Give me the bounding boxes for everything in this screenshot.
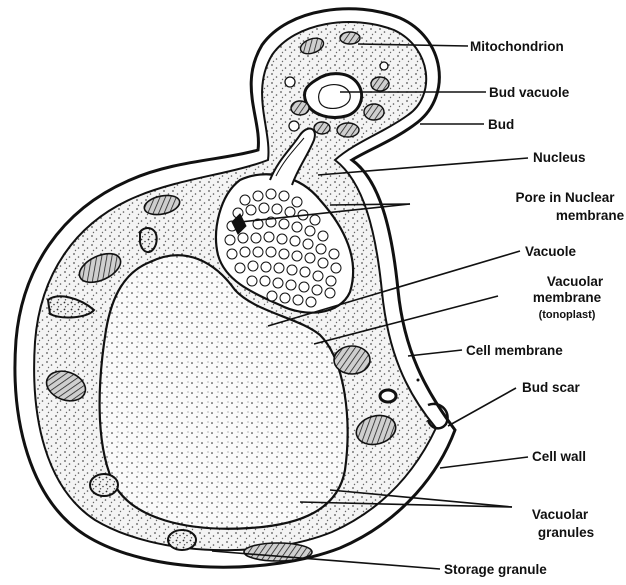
bud-vacuole xyxy=(304,74,361,118)
label-nucleus: Nucleus xyxy=(533,150,586,165)
label-vacuolar-granules-line2: granules xyxy=(538,525,594,540)
label-pore-line2: membrane xyxy=(556,208,625,223)
label-cell-membrane: Cell membrane xyxy=(466,343,563,358)
label-storage-granule: Storage granule xyxy=(444,562,547,577)
label-bud: Bud xyxy=(488,117,514,132)
label-bud-scar: Bud scar xyxy=(522,380,581,395)
label-vacuolar-membrane-line2: membrane xyxy=(533,290,602,305)
tiny-dot xyxy=(417,379,420,382)
label-bud-vacuole: Bud vacuole xyxy=(489,85,570,100)
label-vacuolar-granules-line1: Vacuolar xyxy=(532,507,589,522)
label-vacuolar-membrane-line3: (tonoplast) xyxy=(539,309,596,321)
label-vacuolar-membrane-line1: Vacuolar xyxy=(547,274,604,289)
label-mitochondrion: Mitochondrion xyxy=(470,39,564,54)
label-cell-wall: Cell wall xyxy=(532,449,586,464)
small-granule xyxy=(380,390,396,402)
label-vacuole: Vacuole xyxy=(525,244,577,259)
labels: Mitochondrion Bud vacuole Bud Nucleus Po… xyxy=(444,39,625,577)
label-pore-line1: Pore in Nuclear xyxy=(515,190,615,205)
